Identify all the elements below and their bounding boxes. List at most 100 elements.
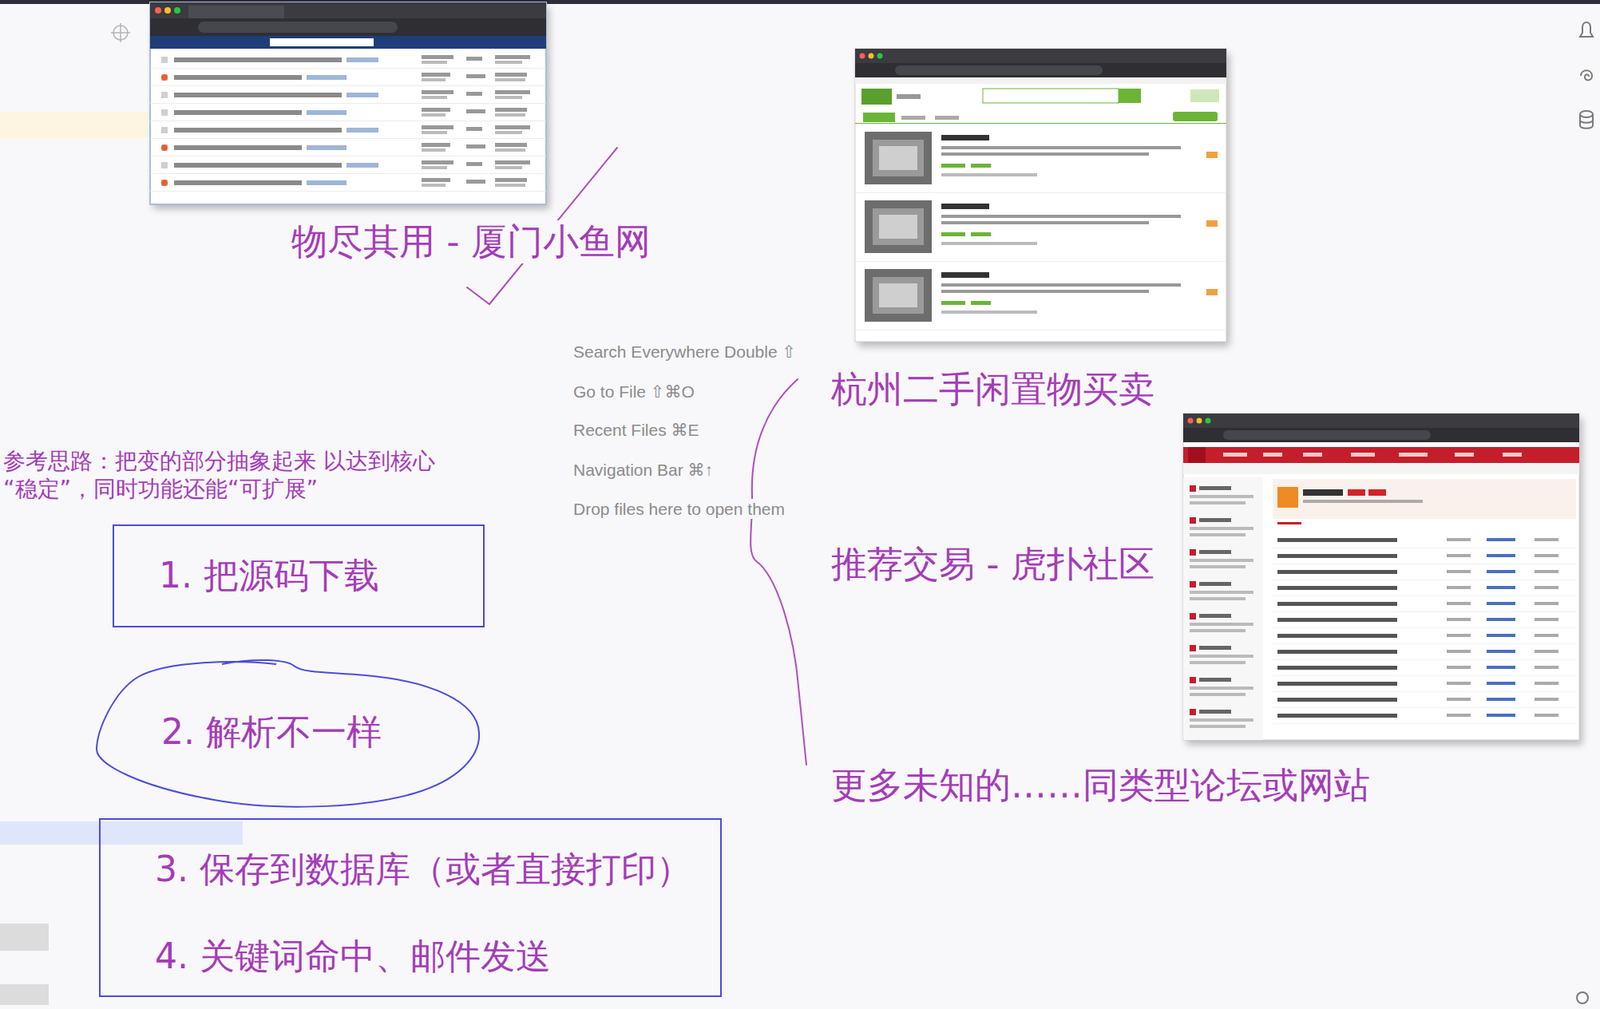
hint-text: Navigation Bar ⌘↑	[571, 459, 715, 480]
community-screenshot	[1347, 489, 1366, 496]
hint-text: Drop files here to open them	[571, 499, 787, 519]
forum-screenshot	[269, 38, 374, 47]
community-screenshot	[1302, 499, 1423, 503]
marketplace-screenshot	[855, 63, 1227, 78]
sidebar-icons	[1580, 119, 1593, 123]
community-screenshot	[1189, 708, 1254, 729]
forum-screenshot	[150, 2, 550, 210]
forum-screenshot	[150, 2, 547, 19]
marketplace-screenshot	[863, 112, 896, 123]
marketplace-screenshot	[896, 94, 921, 100]
forum-screenshot	[161, 179, 168, 187]
step-ellipse: 2. 解析不一样	[94, 653, 482, 812]
marketplace-screenshot	[855, 131, 1227, 194]
marketplace-screenshot	[934, 115, 959, 120]
community-screenshot	[1302, 489, 1343, 496]
community-screenshot	[1183, 413, 1583, 745]
sidebar-icons	[1576, 992, 1589, 1004]
step-box: 3. 保存到数据库（或者直接打印） 4. 关键词命中、邮件发送	[99, 818, 722, 998]
community-screenshot	[1189, 517, 1254, 537]
community-screenshot	[1272, 538, 1577, 549]
community-screenshot	[1272, 586, 1577, 597]
community-screenshot	[1189, 613, 1254, 633]
site-label: 推荐交易 - 虎扑社区	[828, 542, 1157, 587]
crosshair-icon	[119, 23, 122, 43]
grey-block	[0, 984, 49, 1006]
marketplace-screenshot	[855, 269, 1227, 331]
site-label: 物尽其用 - 厦门小鱼网	[289, 220, 654, 264]
community-screenshot	[1272, 617, 1577, 629]
forum-screenshot	[150, 125, 547, 139]
marketplace-screenshot	[855, 48, 1227, 342]
community-screenshot	[1189, 677, 1254, 697]
community-screenshot	[1272, 681, 1577, 693]
community-screenshot	[1368, 489, 1387, 496]
community-screenshot	[1183, 413, 1580, 741]
community-screenshot	[1454, 452, 1474, 457]
community-screenshot	[1183, 477, 1264, 741]
forum-screenshot	[150, 142, 547, 157]
sidebar-icons	[1580, 114, 1593, 129]
grey-block	[0, 923, 49, 951]
forum-screenshot	[150, 178, 547, 192]
forum-screenshot	[161, 74, 168, 81]
community-screenshot	[1188, 447, 1206, 464]
sidebar-icons	[1580, 22, 1593, 37]
hint-text: Recent Files ⌘E	[571, 419, 701, 440]
forum-screenshot	[150, 18, 547, 36]
marketplace-screenshot	[877, 53, 884, 60]
step-text: 1. 把源码下载	[158, 554, 380, 598]
step-text: 4. 关键词命中、邮件发送	[154, 935, 551, 979]
community-screenshot	[1272, 570, 1577, 581]
community-screenshot	[1223, 430, 1431, 440]
forum-screenshot	[150, 35, 547, 49]
community-screenshot	[1188, 418, 1194, 424]
community-screenshot	[1277, 487, 1299, 508]
forum-screenshot	[161, 144, 168, 151]
selection-band	[0, 821, 243, 845]
note-text: 参考思路：把变的部分抽象起来 以达到核心“稳定”，同时功能还能“可扩展”	[3, 447, 515, 503]
sidebar-icons	[1580, 70, 1593, 80]
marketplace-screenshot	[868, 53, 875, 60]
marketplace-screenshot	[1118, 88, 1141, 103]
community-screenshot	[1272, 479, 1577, 519]
marketplace-screenshot	[855, 48, 1227, 64]
site-label: 更多未知的……同类型论坛或网站	[828, 764, 1373, 808]
highlight-band	[0, 111, 148, 139]
marketplace-screenshot	[901, 115, 926, 120]
community-screenshot	[1189, 485, 1254, 505]
marketplace-screenshot	[855, 200, 1227, 262]
marketplace-screenshot	[895, 65, 1103, 76]
community-screenshot	[1189, 549, 1254, 569]
community-screenshot	[1272, 713, 1577, 725]
community-screenshot	[1205, 418, 1212, 424]
community-screenshot	[1223, 452, 1248, 457]
marketplace-screenshot	[1172, 111, 1218, 122]
step-text: 2. 解析不一样	[161, 711, 382, 754]
community-screenshot	[1189, 645, 1254, 665]
marketplace-screenshot	[855, 48, 1230, 347]
marketplace-screenshot	[855, 122, 1227, 124]
community-screenshot	[1272, 554, 1577, 565]
community-screenshot	[1196, 418, 1203, 424]
forum-screenshot	[150, 2, 547, 205]
community-screenshot	[1502, 452, 1522, 457]
forum-screenshot	[150, 90, 547, 104]
forum-screenshot	[174, 7, 181, 14]
marketplace-screenshot	[859, 53, 866, 60]
community-screenshot	[1263, 452, 1283, 457]
marketplace-screenshot	[861, 88, 892, 105]
community-screenshot	[1272, 649, 1577, 661]
forum-screenshot	[188, 5, 285, 19]
community-screenshot	[1183, 447, 1580, 464]
step-text: 3. 保存到数据库（或者直接打印）	[154, 848, 692, 892]
community-screenshot	[1183, 463, 1580, 475]
hint-text: Go to File ⇧⌘O	[571, 381, 697, 402]
crosshair-icon	[110, 23, 131, 43]
community-screenshot	[1302, 452, 1323, 457]
community-screenshot	[1398, 452, 1428, 457]
curly-brace	[750, 379, 807, 765]
community-screenshot	[1183, 413, 1580, 428]
forum-screenshot	[198, 21, 398, 33]
